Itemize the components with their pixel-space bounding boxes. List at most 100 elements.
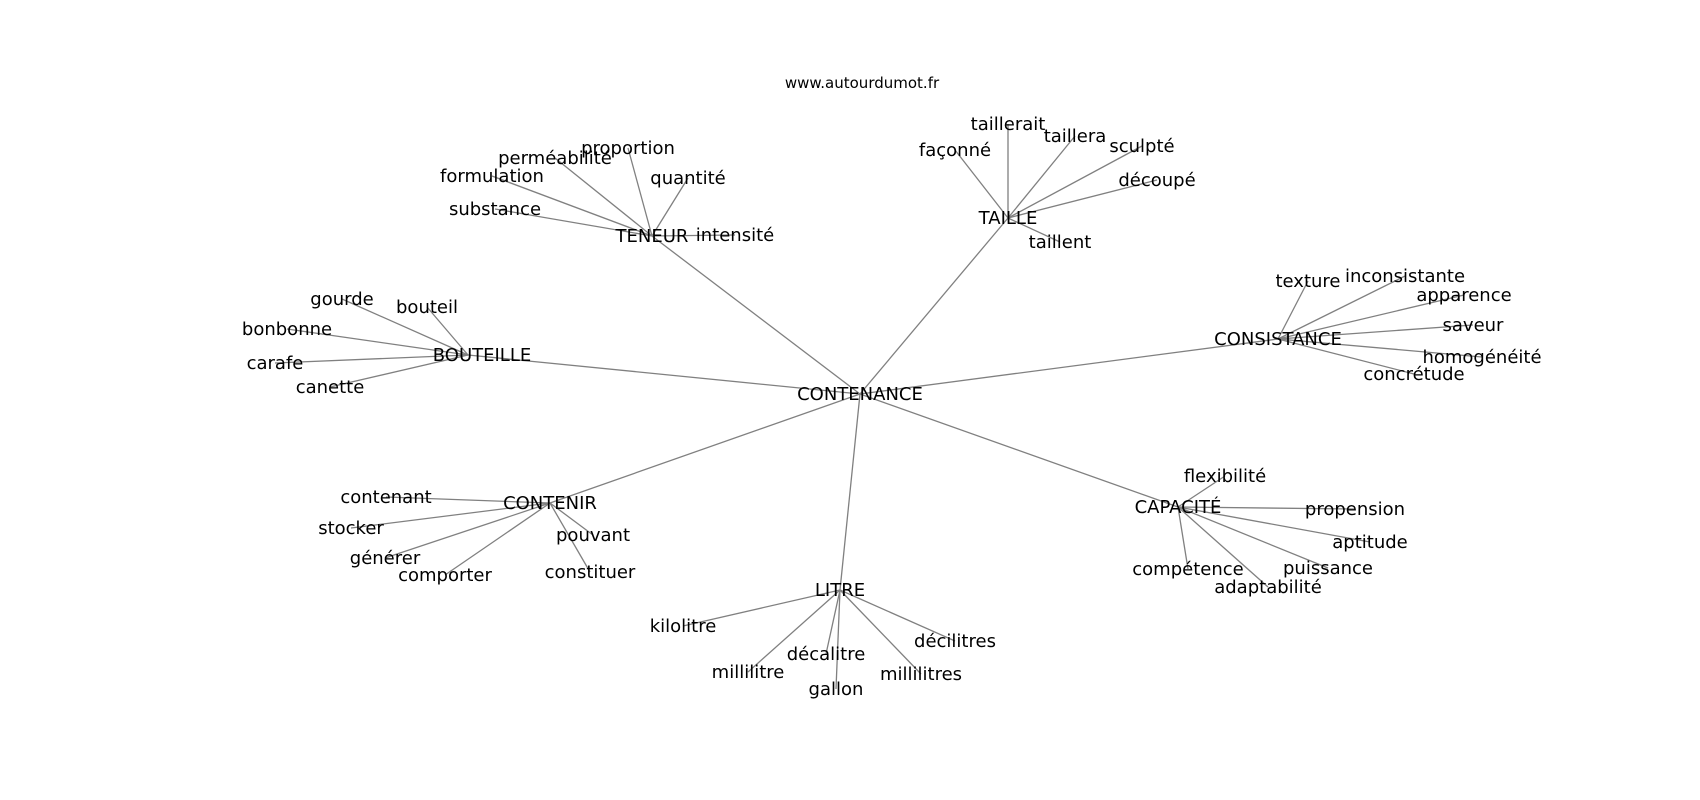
leaf-word-label: formulation [440,166,544,187]
edge-cluster-to-word [1177,506,1189,570]
edge-cluster-to-word [341,298,469,356]
edge-center-to-cluster [839,393,861,591]
leaf-word-label: bonbonne [242,319,332,340]
leaf-word-label: décilitres [914,631,996,652]
edge-cluster-to-word [494,208,653,237]
leaf-word-label: sculpté [1109,136,1174,157]
graph-edges [274,124,1483,690]
leaf-word-label: canette [296,377,365,398]
edge-cluster-to-word [554,157,653,237]
leaf-word-label: constituer [545,562,636,583]
edge-center-to-cluster [549,393,861,504]
edge-cluster-to-word [1007,217,1061,243]
cluster-node-label: CAPACITÉ [1135,496,1222,518]
leaf-word-label: générer [350,548,421,569]
edge-center-to-cluster [859,393,1179,508]
cluster-node-label: BOUTEILLE [433,345,531,366]
leaf-word-label: texture [1275,271,1340,292]
edge-cluster-to-word [549,502,591,573]
leaf-word-label: taillent [1029,232,1092,253]
leaf-word-label: intensité [696,225,774,246]
center-node-label: CONTENANCE [797,384,923,405]
edge-center-to-cluster [651,235,861,395]
edge-cluster-to-word [1177,506,1329,569]
leaf-word-label: taillera [1044,126,1107,147]
edge-cluster-to-word [825,589,841,655]
edge-cluster-to-word [1007,135,1076,219]
edge-cluster-to-word [1177,506,1371,543]
edge-cluster-to-word [426,306,469,356]
leaf-word-label: concrétude [1363,364,1464,385]
edge-cluster-to-word [1277,338,1483,358]
source-credit: www.autourdumot.fr [785,74,940,92]
leaf-word-label: stocker [318,518,384,539]
leaf-word-label: contenant [340,487,431,508]
leaf-word-label: apparence [1416,285,1511,306]
leaf-word-label: saveur [1443,315,1505,336]
leaf-word-label: propension [1305,499,1405,520]
edge-cluster-to-word [839,589,922,675]
leaf-word-label: décalitre [787,644,866,665]
edge-cluster-to-word [627,147,653,237]
edge-center-to-cluster [467,354,861,395]
edge-cluster-to-word [1177,475,1226,508]
leaf-word-label: gourde [310,289,373,310]
edge-cluster-to-word [1277,275,1406,340]
edge-cluster-to-word [329,354,469,388]
leaf-word-label: bouteil [396,297,458,318]
leaf-word-label: flexibilité [1184,466,1266,487]
edge-cluster-to-word [444,502,551,576]
leaf-word-label: compétence [1132,559,1243,580]
edge-cluster-to-word [384,502,551,559]
leaf-word-label: substance [449,199,541,220]
leaf-word-label: millilitres [880,664,962,685]
leaf-word-label: gallon [809,679,864,700]
leaf-word-label: façonné [919,140,991,161]
edge-cluster-to-word [954,149,1009,219]
leaf-word-label: proportion [581,138,675,159]
leaf-word-label: millilitre [712,662,785,683]
edge-cluster-to-word [1007,145,1143,219]
edge-cluster-to-word [286,328,469,356]
leaf-word-label: quantité [650,168,725,189]
edge-center-to-cluster [859,217,1009,395]
edge-cluster-to-word [1177,506,1356,510]
leaf-word-label: perméabilité [498,148,612,169]
edge-center-to-cluster [859,338,1279,395]
edge-cluster-to-word [1277,324,1474,340]
edge-cluster-to-word [1277,280,1309,340]
cluster-node-label: CONSISTANCE [1214,329,1342,350]
leaf-word-label: aptitude [1332,532,1407,553]
leaf-word-label: comporter [398,565,492,586]
edge-cluster-to-word [549,502,594,536]
cluster-node-label: TENEUR [615,226,689,247]
edge-cluster-to-word [350,502,551,529]
edge-cluster-to-word [651,177,689,237]
edge-cluster-to-word [1007,179,1158,219]
leaf-word-label: carafe [247,353,304,374]
leaf-word-label: homogénéité [1422,347,1541,368]
leaf-word-label: adaptabilité [1214,577,1322,598]
leaf-word-label: kilolitre [650,616,717,637]
edge-cluster-to-word [274,354,469,364]
edge-cluster-to-word [1277,294,1465,340]
edge-cluster-to-word [839,589,956,642]
edge-cluster-to-word [1277,338,1415,375]
cluster-node-label: CONTENIR [503,493,597,514]
edge-cluster-to-word [491,175,653,237]
edge-cluster-to-word [747,589,841,673]
leaf-word-label: inconsistante [1345,266,1465,287]
edge-cluster-to-word [835,589,841,690]
edge-cluster-to-word [682,589,841,627]
leaf-word-label: puissance [1283,558,1373,579]
cluster-node-label: LITRE [815,580,865,601]
edge-cluster-to-word [651,234,736,237]
edge-cluster-to-word [1177,506,1269,588]
edge-cluster-to-word [385,496,551,504]
cluster-node-label: TAILLE [978,208,1038,229]
leaf-word-label: découpé [1118,170,1195,191]
leaf-word-label: pouvant [556,525,630,546]
leaf-word-label: taillerait [971,114,1046,135]
